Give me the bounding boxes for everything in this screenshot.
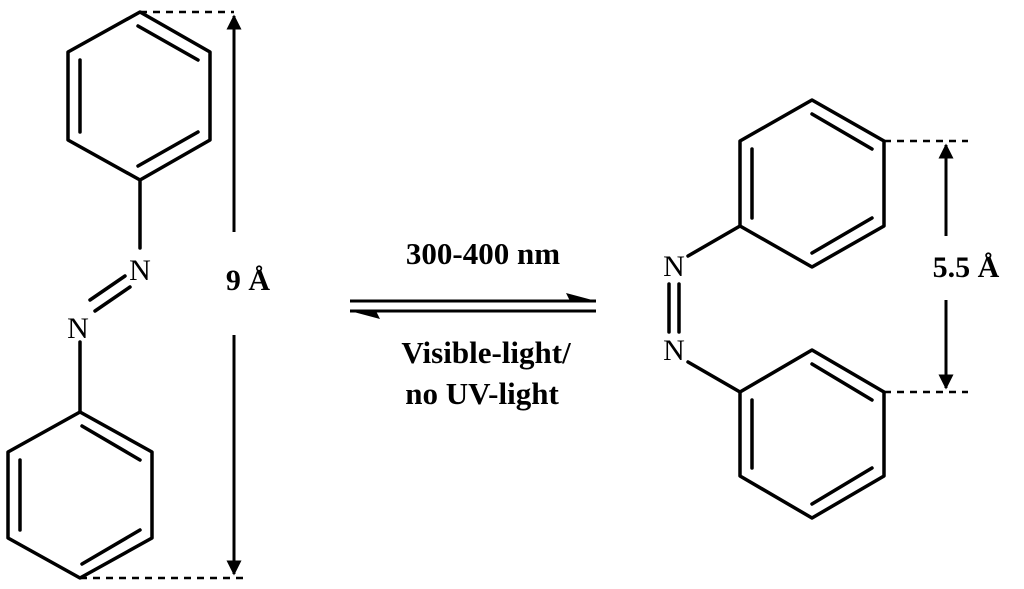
cis-lower-phenyl-ring [738,348,886,520]
trans-distance-label: 9 Å [226,264,271,297]
reverse-condition-label-line1: Visible-light/ [401,335,571,370]
reverse-condition-label-line2: no UV-light [405,376,559,411]
trans-azo-double-bond [88,274,132,313]
cis-distance-label: 5.5 Å [933,251,1000,284]
cis-upper-phenyl-ring [738,98,886,269]
cis-bond-ring-to-n1 [686,224,742,258]
trans-azobenzene: N N 9 Å [6,10,271,580]
cis-atom-n2: N [663,334,685,367]
reverse-arrow [350,309,596,319]
trans-atom-n1: N [129,254,151,287]
trans-bottom-phenyl-ring [6,410,154,580]
equilibrium-arrows: 300-400 nm Visible-light/ no UV-light [350,236,596,411]
cis-azo-double-bond [667,282,681,334]
trans-atom-n2: N [67,312,89,345]
cis-azobenzene: N N 5.5 Å [663,98,1000,520]
trans-top-phenyl-ring [66,10,212,182]
forward-arrow [350,293,596,303]
cis-bond-n2-to-ring [686,360,742,394]
cis-atom-n1: N [663,250,685,283]
forward-condition-label: 300-400 nm [406,236,560,271]
